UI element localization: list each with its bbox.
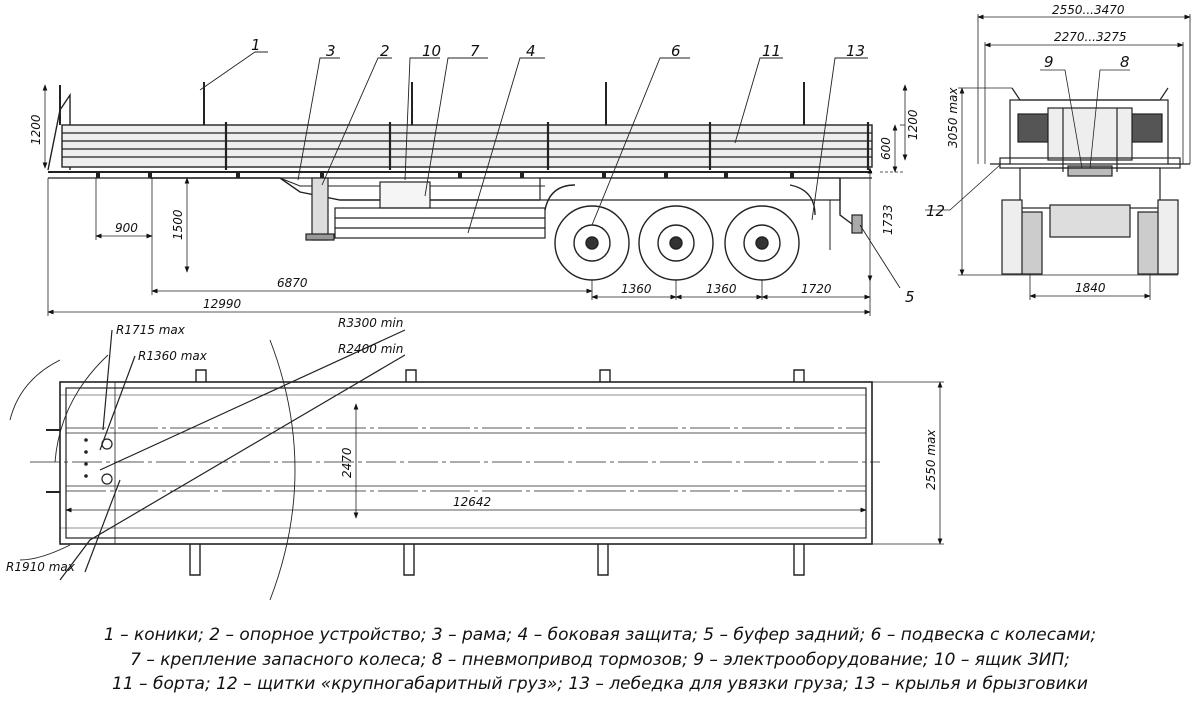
side-dimensions — [42, 84, 908, 316]
legend-line-1: 1 – коники; 2 – опорное устройство; 3 – … — [103, 625, 1097, 645]
callout-6: 6 — [671, 42, 681, 60]
dim-outer-width: 2550...3470 — [1052, 3, 1125, 17]
callout-9: 9 — [1044, 53, 1054, 71]
dim-rear-overhang: 1720 — [801, 282, 832, 296]
callout-4: 4 — [526, 42, 536, 60]
stakes — [59, 82, 805, 125]
callout-2: 2 — [380, 42, 390, 60]
dim-platform-width: 2470 — [340, 447, 354, 478]
dim-front-offset: 900 — [115, 221, 138, 235]
radius-r1910: R1910 max — [6, 560, 76, 574]
callout-13: 13 — [846, 42, 865, 60]
callout-1: 1 — [251, 36, 261, 54]
side-boards — [61, 124, 873, 168]
radius-r1715: R1715 max — [116, 323, 186, 337]
dim-right-low: 1733 — [881, 204, 895, 235]
callout-11: 11 — [762, 42, 781, 60]
radius-r2400: R2400 min — [338, 342, 403, 356]
dim-kingpin-to-axle: 6870 — [277, 276, 308, 290]
dim-support-height: 1500 — [171, 209, 185, 240]
wheels — [554, 205, 800, 281]
side-protection — [334, 207, 546, 239]
dim-overall-width: 2550 max — [924, 429, 938, 490]
callout-10: 10 — [422, 42, 441, 60]
dim-right-mid: 600 — [879, 137, 893, 160]
radius-r1360: R1360 max — [138, 349, 208, 363]
callout-5: 5 — [905, 288, 915, 306]
dim-total-height: 3050 max — [946, 87, 960, 148]
callout-8: 8 — [1120, 53, 1130, 71]
top-view — [9, 329, 880, 601]
dim-axle-spacing-2: 1360 — [706, 282, 737, 296]
callout-3: 3 — [326, 42, 336, 60]
rear-dimensions — [925, 14, 1191, 300]
side-callout-leaders — [199, 51, 901, 289]
dim-platform-length: 12642 — [453, 495, 491, 509]
side-view — [47, 82, 873, 281]
callout-12: 12 — [926, 202, 945, 220]
dim-overall-length: 12990 — [203, 297, 242, 311]
top-dimensions — [65, 381, 944, 545]
radius-r3300: R3300 min — [338, 316, 403, 330]
dim-left-height: 1200 — [29, 114, 43, 145]
legend-line-2: 7 – крепление запасного колеса; 8 – пнев… — [130, 650, 1070, 670]
callout-7: 7 — [470, 42, 480, 60]
platform-outline — [59, 381, 873, 545]
legend-line-3: 11 – борта; 12 – щитки «крупногабаритный… — [112, 674, 1088, 694]
dim-track: 1840 — [1075, 281, 1106, 295]
dim-right-top: 1200 — [906, 109, 920, 140]
dim-axle-spacing-1: 1360 — [621, 282, 652, 296]
rear-view — [990, 87, 1190, 275]
dim-inner-width: 2270...3275 — [1054, 30, 1127, 44]
support-leg — [311, 177, 329, 241]
